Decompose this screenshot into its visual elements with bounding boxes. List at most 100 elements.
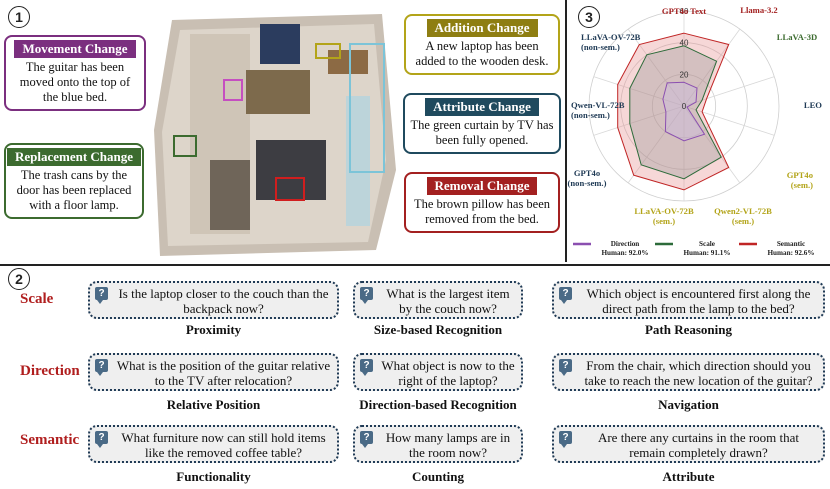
question-caption: Size-based Recognition bbox=[373, 322, 503, 337]
radar-tick-label: 40 bbox=[680, 39, 689, 48]
question-box: ? What furniture now can still hold item… bbox=[88, 425, 339, 463]
question-caption: Counting bbox=[411, 469, 465, 484]
radar-spoke bbox=[627, 105, 685, 184]
lamp-highlight bbox=[173, 135, 197, 157]
question-text: Which object is encountered first along … bbox=[586, 286, 811, 316]
laptop-highlight bbox=[315, 43, 341, 59]
radar-spoke bbox=[593, 76, 685, 107]
radar-series-semantic bbox=[617, 32, 730, 191]
radar-axis-label: Llama-3.2 bbox=[740, 5, 777, 15]
question-caption: Functionality bbox=[176, 469, 251, 484]
attribute-change-text: The green curtain by TV has been fully o… bbox=[410, 118, 554, 147]
removal-change-title: Removal Change bbox=[426, 177, 538, 195]
radar-tick-label: 60 bbox=[680, 7, 689, 16]
radar-axis-label: (non-sem.) bbox=[581, 42, 620, 52]
radar-axis-label: (non-sem.) bbox=[571, 110, 610, 120]
room-scan-illustration bbox=[154, 14, 396, 256]
removal-change-box: Removal Change The brown pillow has been… bbox=[404, 172, 560, 233]
radar-axis-label: (non-sem.) bbox=[568, 178, 607, 188]
radar-axis-label: (sem.) bbox=[791, 180, 813, 190]
blue-bed bbox=[260, 24, 300, 64]
question-box: ? From the chair, which direction should… bbox=[552, 353, 825, 391]
pillow-highlight bbox=[275, 177, 305, 201]
radar-series-direction bbox=[662, 81, 706, 142]
radar-axis-label: (sem.) bbox=[732, 216, 754, 226]
radar-spoke bbox=[683, 28, 741, 107]
row-label-direction: Direction bbox=[20, 363, 80, 379]
radar-tick-label: 20 bbox=[680, 70, 689, 79]
radar-axis-label: Qwen-VL-72B bbox=[571, 100, 625, 110]
question-text: What is the largest item by the couch no… bbox=[386, 286, 510, 316]
question-caption: Relative Position bbox=[166, 397, 261, 412]
question-box: ? What object is now to the right of the… bbox=[353, 353, 523, 391]
radar-axis-label: GPT4o bbox=[787, 170, 813, 180]
question-text: Is the laptop closer to the couch than t… bbox=[118, 286, 329, 316]
movement-change-title: Movement Change bbox=[14, 40, 136, 58]
radar-spoke bbox=[593, 105, 685, 136]
radar-spoke bbox=[683, 105, 775, 136]
radar-axis-label: Qwen2-VL-72B bbox=[714, 206, 772, 216]
legend-series-name: Direction bbox=[611, 240, 640, 248]
question-box: ? Are there any curtains in the room tha… bbox=[552, 425, 825, 463]
question-caption: Path Reasoning bbox=[644, 322, 733, 337]
attribute-change-box: Attribute Change The green curtain by TV… bbox=[403, 93, 561, 154]
question-icon: ? bbox=[95, 359, 108, 376]
question-caption: Navigation bbox=[658, 397, 719, 412]
rug bbox=[246, 70, 310, 114]
couch bbox=[256, 140, 326, 200]
question-icon: ? bbox=[559, 431, 572, 448]
radar-tick-label: 0 bbox=[682, 102, 687, 111]
replacement-change-text: The trash cans by the door has been repl… bbox=[16, 168, 132, 212]
legend-series-name: Semantic bbox=[777, 240, 806, 248]
question-text: What furniture now can still hold items … bbox=[121, 430, 326, 460]
question-text: From the chair, which direction should y… bbox=[584, 358, 813, 388]
bed bbox=[210, 160, 250, 230]
movement-change-text: The guitar has been moved onto the top o… bbox=[19, 60, 131, 104]
addition-change-box: Addition Change A new laptop has been ad… bbox=[404, 14, 560, 75]
question-box: ? How many lamps are in the room now? bbox=[353, 425, 523, 463]
question-caption: Direction-based Recognition bbox=[359, 397, 517, 412]
legend-human-score: Human: 91.1% bbox=[683, 249, 730, 257]
addition-change-text: A new laptop has been added to the woode… bbox=[415, 39, 549, 68]
row-label-semantic: Semantic bbox=[20, 432, 80, 448]
question-text: What object is now to the right of the l… bbox=[381, 358, 515, 388]
question-box: ? What is the position of the guitar rel… bbox=[88, 353, 339, 391]
question-box: ? Which object is encountered first alon… bbox=[552, 281, 825, 319]
addition-change-title: Addition Change bbox=[426, 19, 538, 37]
movement-change-box: Movement Change The guitar has been move… bbox=[4, 35, 146, 111]
attribute-change-title: Attribute Change bbox=[425, 98, 539, 116]
question-text: How many lamps are in the room now? bbox=[385, 430, 511, 460]
radar-axis-label: LLaVA-3D bbox=[777, 32, 817, 42]
question-caption: Proximity bbox=[185, 322, 242, 337]
vertical-divider bbox=[565, 0, 567, 262]
replacement-change-box: Replacement Change The trash cans by the… bbox=[4, 143, 144, 219]
horizontal-divider bbox=[0, 264, 830, 266]
radar-spoke bbox=[627, 28, 685, 107]
radar-axis-label: GPT4o bbox=[574, 168, 600, 178]
question-icon: ? bbox=[360, 431, 373, 448]
radar-spoke bbox=[683, 105, 741, 184]
question-text: What is the position of the guitar relat… bbox=[116, 358, 331, 388]
replacement-change-title: Replacement Change bbox=[6, 148, 142, 166]
guitar-highlight bbox=[223, 79, 243, 101]
wooden-desk bbox=[328, 50, 368, 74]
legend-human-score: Human: 92.0% bbox=[601, 249, 648, 257]
radar-axis-label: LEO bbox=[804, 100, 822, 110]
question-icon: ? bbox=[559, 359, 572, 376]
question-icon: ? bbox=[360, 287, 373, 304]
question-icon: ? bbox=[360, 359, 373, 376]
legend-human-score: Human: 92.6% bbox=[767, 249, 814, 257]
radar-axis-label: (sem.) bbox=[653, 216, 675, 226]
question-text: Are there any curtains in the room that … bbox=[597, 430, 800, 460]
radar-axis-label: LLaVA-OV-72B bbox=[581, 32, 641, 42]
radar-series-scale bbox=[629, 45, 722, 180]
question-box: ? Is the laptop closer to the couch than… bbox=[88, 281, 339, 319]
radar-spoke bbox=[683, 76, 775, 107]
panel-number-1: 1 bbox=[8, 6, 30, 28]
radar-axis-label: LLaVA-OV-72B bbox=[634, 206, 694, 216]
panel-number-2: 2 bbox=[8, 268, 30, 290]
legend-series-name: Scale bbox=[699, 240, 715, 248]
question-icon: ? bbox=[95, 287, 108, 304]
row-label-scale: Scale bbox=[20, 291, 54, 307]
